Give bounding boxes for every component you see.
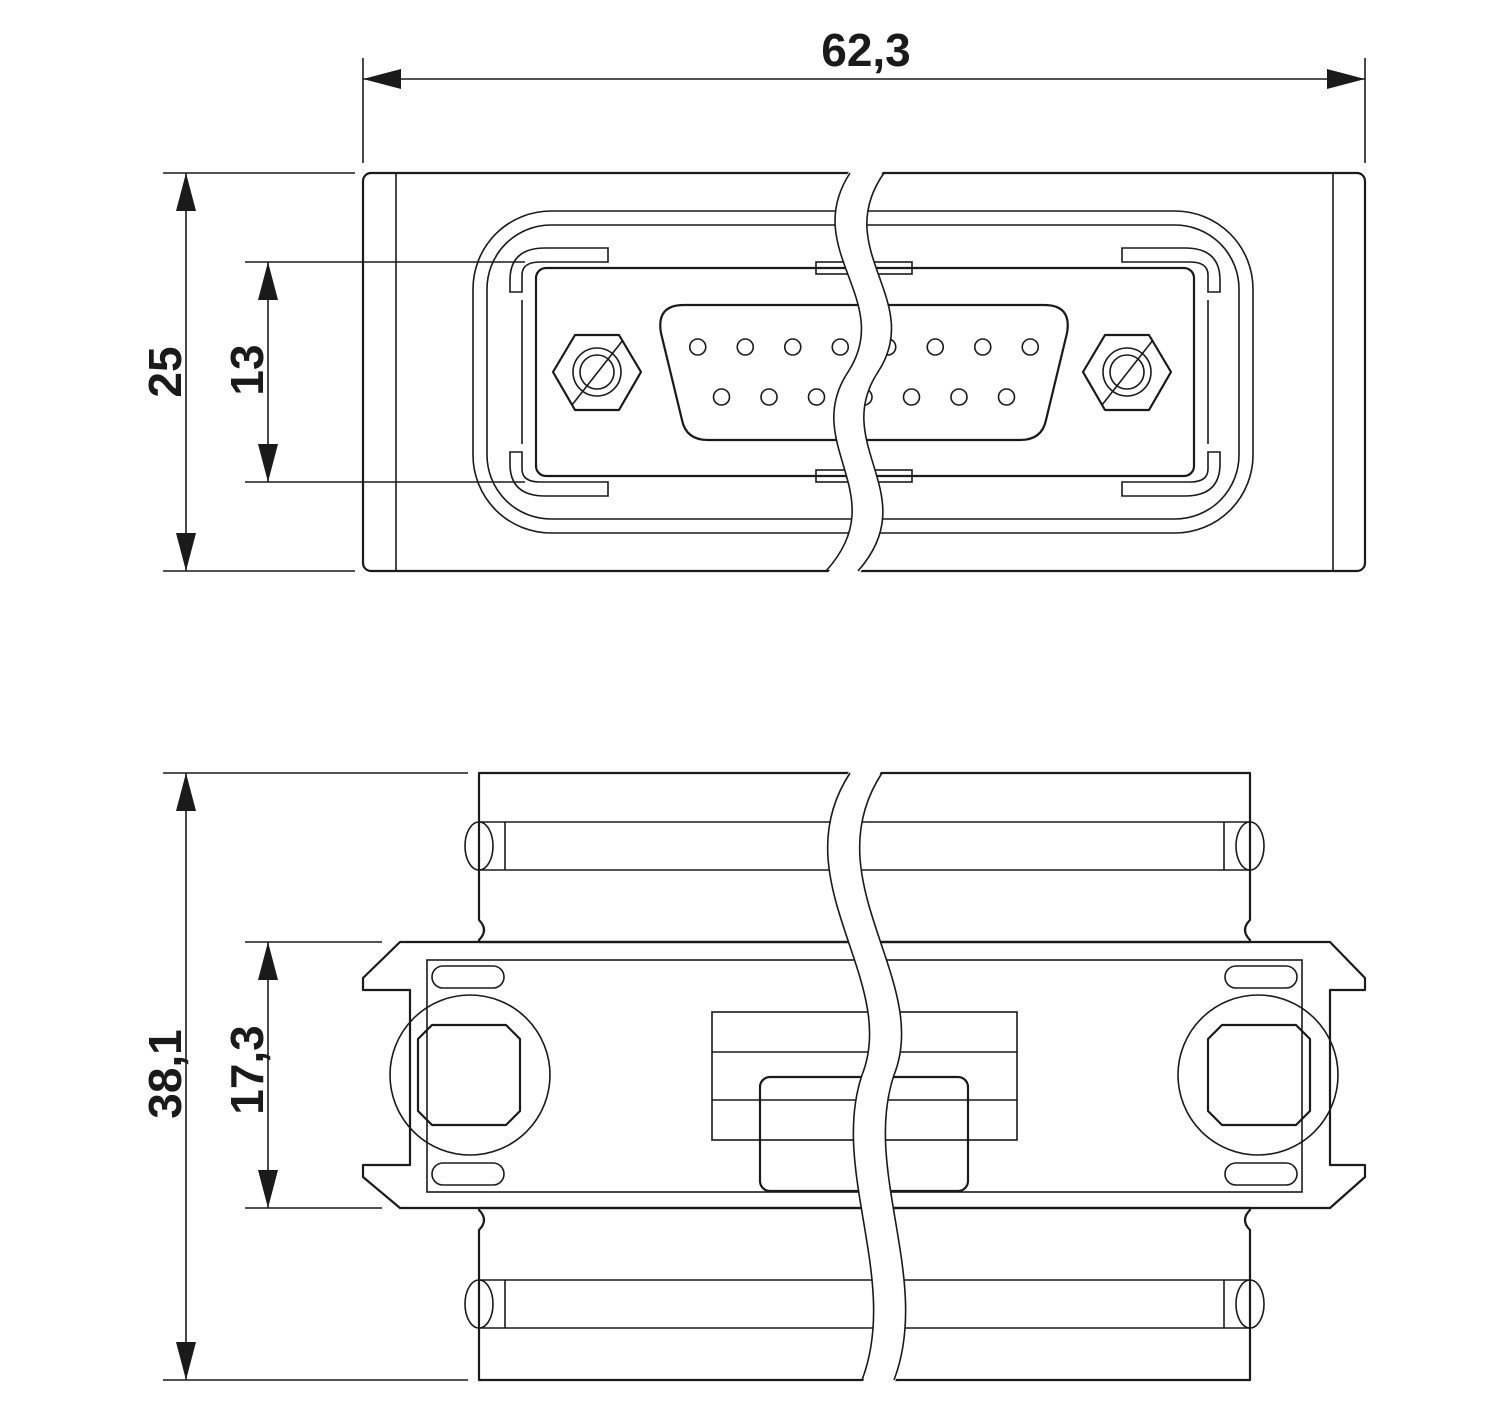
dimension-height-label: 25 bbox=[139, 346, 191, 397]
dimension-side-inner-height-label: 17,3 bbox=[221, 1025, 273, 1115]
arrow-down-icon bbox=[176, 1342, 196, 1380]
arrow-left-icon bbox=[363, 69, 401, 89]
break-line bbox=[826, 770, 907, 1385]
pin-hole bbox=[902, 388, 921, 406]
arrow-down-icon bbox=[258, 444, 278, 482]
screw-head-left bbox=[389, 994, 551, 1156]
pin-hole bbox=[1021, 338, 1040, 356]
dsub-shell bbox=[659, 303, 1069, 442]
screw-head-right bbox=[1177, 994, 1339, 1156]
dimension-side-height-label: 38,1 bbox=[139, 1029, 191, 1119]
side-view: 38,1 17,3 bbox=[139, 770, 1367, 1385]
pin-hole bbox=[997, 388, 1016, 406]
dimension-width: 62,3 bbox=[362, 24, 1366, 163]
pin-hole bbox=[926, 338, 945, 356]
pin-hole bbox=[831, 338, 850, 356]
dimension-inner-height-label: 13 bbox=[221, 344, 273, 395]
dimension-inner-height: 13 bbox=[221, 261, 525, 483]
hex-nut-left bbox=[551, 333, 643, 412]
dimension-side-height: 38,1 bbox=[139, 772, 468, 1381]
arrow-right-icon bbox=[1327, 69, 1365, 89]
top-view: 62,3 25 13 bbox=[139, 24, 1367, 575]
dimension-height: 25 bbox=[139, 172, 355, 572]
pin-hole bbox=[736, 338, 755, 356]
arrow-down-icon bbox=[258, 1170, 278, 1208]
pin-hole bbox=[712, 388, 731, 406]
break-line bbox=[825, 170, 893, 575]
pin-hole bbox=[688, 338, 707, 356]
arrow-down-icon bbox=[176, 533, 196, 571]
pin-hole bbox=[973, 338, 992, 356]
hex-nut-right bbox=[1081, 333, 1173, 412]
pin-hole bbox=[807, 388, 826, 406]
arrow-up-icon bbox=[176, 773, 196, 811]
dimension-side-inner-height: 17,3 bbox=[221, 941, 382, 1209]
pin-hole bbox=[783, 338, 802, 356]
dimension-width-label: 62,3 bbox=[821, 24, 911, 76]
lower-body bbox=[464, 1206, 1265, 1382]
mounting-slots bbox=[431, 965, 1298, 1186]
arrow-up-icon bbox=[176, 173, 196, 211]
arrow-up-icon bbox=[258, 262, 278, 300]
pin-hole bbox=[760, 388, 778, 406]
pin-hole bbox=[950, 388, 968, 406]
arrow-up-icon bbox=[258, 942, 278, 980]
